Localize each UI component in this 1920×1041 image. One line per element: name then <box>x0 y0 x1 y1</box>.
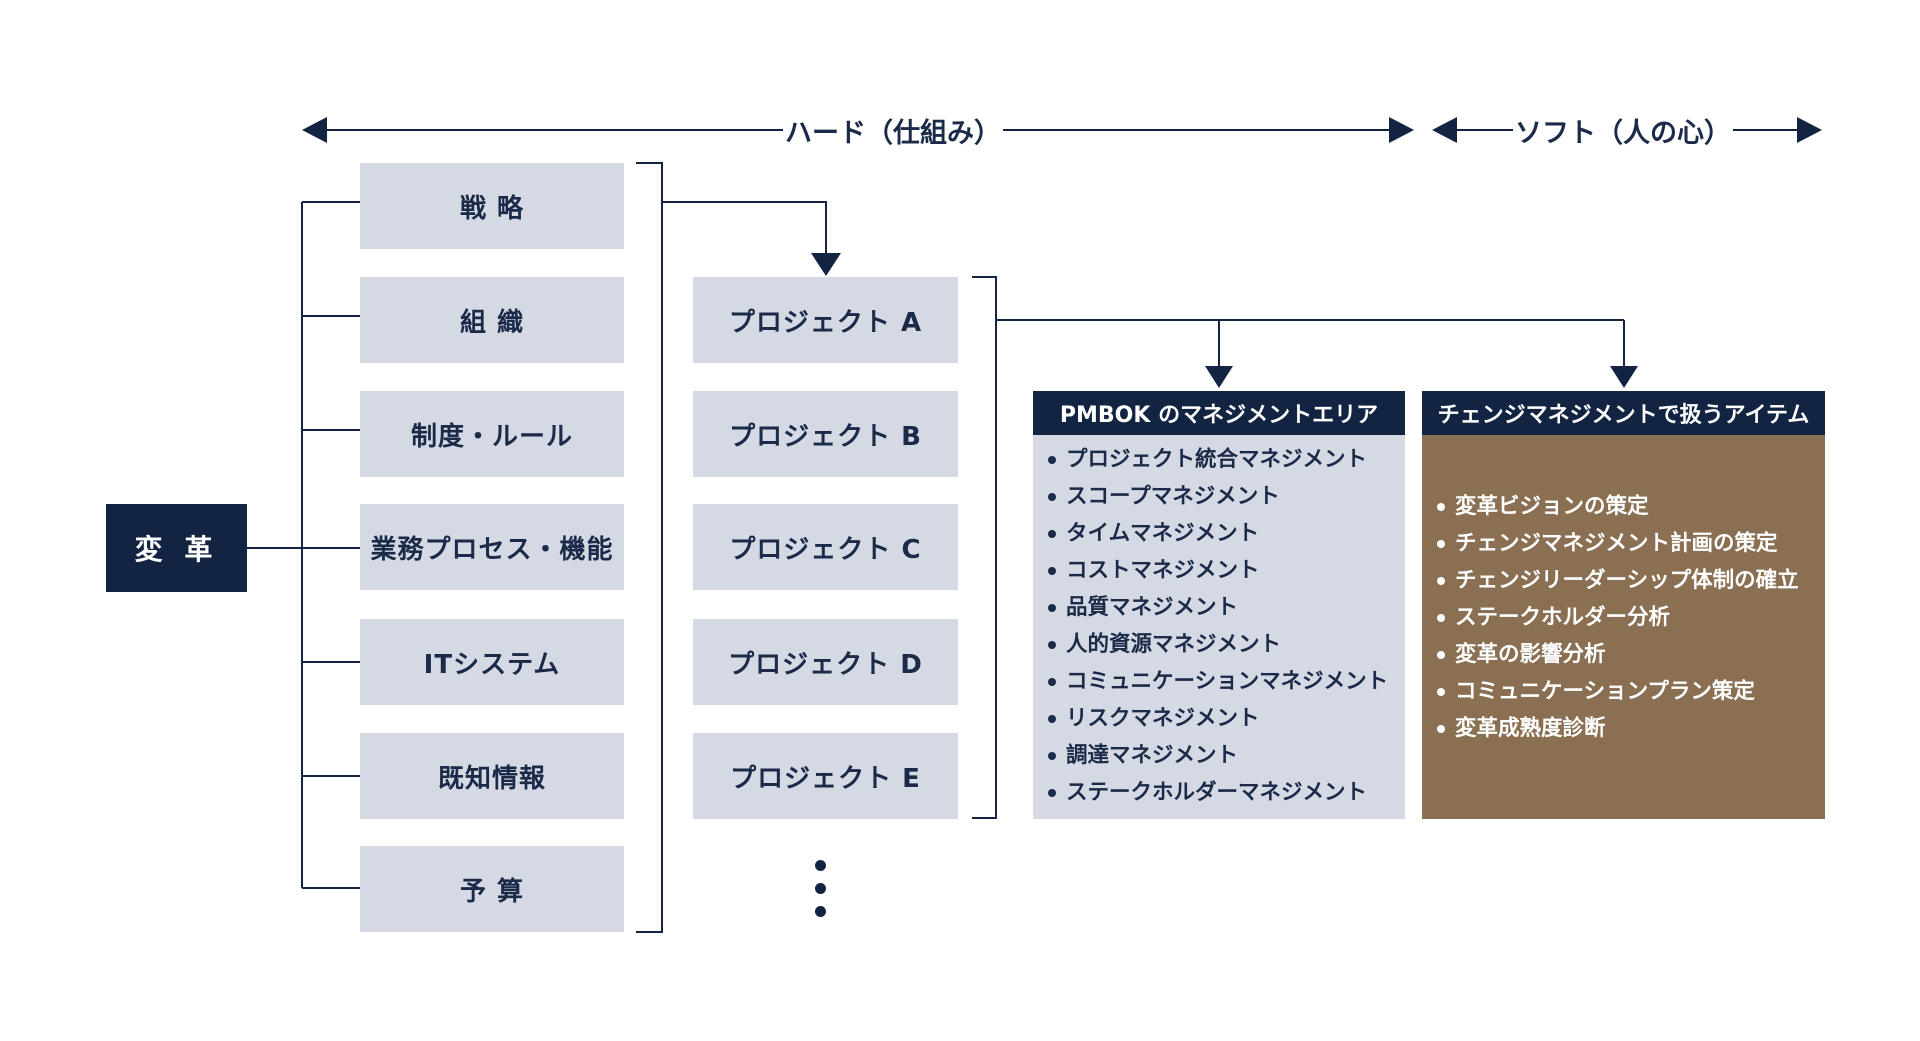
pmbok-list-item: タイムマネジメント <box>1048 515 1405 552</box>
change-management-list-item: チェンジマネジメント計画の策定 <box>1437 525 1825 562</box>
hard-label: ハード（仕組み） <box>783 112 1003 149</box>
pmbok-panel-title: PMBOK のマネジメントエリア <box>1033 391 1405 435</box>
project-box: プロジェクト D <box>693 619 958 705</box>
project-box: プロジェクト E <box>693 733 958 819</box>
pmbok-list-item: リスクマネジメント <box>1048 700 1405 737</box>
change-management-list-item: チェンジリーダーシップ体制の確立 <box>1437 562 1825 599</box>
category-box: ITシステム <box>360 619 624 705</box>
category-box: 業務プロセス・機能 <box>360 504 624 590</box>
change-management-item-list: 変革ビジョンの策定 チェンジマネジメント計画の策定 チェンジリーダーシップ体制の… <box>1422 435 1825 747</box>
pmbok-list-item: コストマネジメント <box>1048 552 1405 589</box>
pmbok-list-item: 品質マネジメント <box>1048 589 1405 626</box>
pmbok-panel: PMBOK のマネジメントエリア プロジェクト統合マネジメント スコープマネジメ… <box>1033 391 1405 819</box>
pmbok-list-item: コミュニケーションマネジメント <box>1048 663 1405 700</box>
change-management-panel-title: チェンジマネジメントで扱うアイテム <box>1422 391 1825 435</box>
project-box: プロジェクト B <box>693 391 958 477</box>
change-management-list-item: 変革成熟度診断 <box>1437 710 1825 747</box>
change-management-list-item: 変革の影響分析 <box>1437 636 1825 673</box>
pmbok-list-item: スコープマネジメント <box>1048 478 1405 515</box>
project-box: プロジェクト A <box>693 277 958 363</box>
pmbok-list-item: 調達マネジメント <box>1048 737 1405 774</box>
pmbok-list-item: 人的資源マネジメント <box>1048 626 1405 663</box>
category-box: 組 織 <box>360 277 624 363</box>
change-management-panel: チェンジマネジメントで扱うアイテム 変革ビジョンの策定 チェンジマネジメント計画… <box>1422 391 1825 819</box>
root-node-change: 変 革 <box>106 504 247 592</box>
more-projects-dot <box>815 860 826 871</box>
category-box: 既知情報 <box>360 733 624 819</box>
project-box: プロジェクト C <box>693 504 958 590</box>
pmbok-list-item: プロジェクト統合マネジメント <box>1048 441 1405 478</box>
category-box: 制度・ルール <box>360 391 624 477</box>
change-management-list-item: ステークホルダー分析 <box>1437 599 1825 636</box>
soft-label: ソフト（人の心） <box>1513 112 1733 149</box>
category-box: 戦 略 <box>360 163 624 249</box>
more-projects-dot <box>815 883 826 894</box>
pmbok-list-item: ステークホルダーマネジメント <box>1048 774 1405 811</box>
change-management-list-item: コミュニケーションプラン策定 <box>1437 673 1825 710</box>
change-management-list-item: 変革ビジョンの策定 <box>1437 488 1825 525</box>
pmbok-item-list: プロジェクト統合マネジメント スコープマネジメント タイムマネジメント コストマ… <box>1033 435 1405 811</box>
category-box: 予 算 <box>360 846 624 932</box>
more-projects-dot <box>815 906 826 917</box>
